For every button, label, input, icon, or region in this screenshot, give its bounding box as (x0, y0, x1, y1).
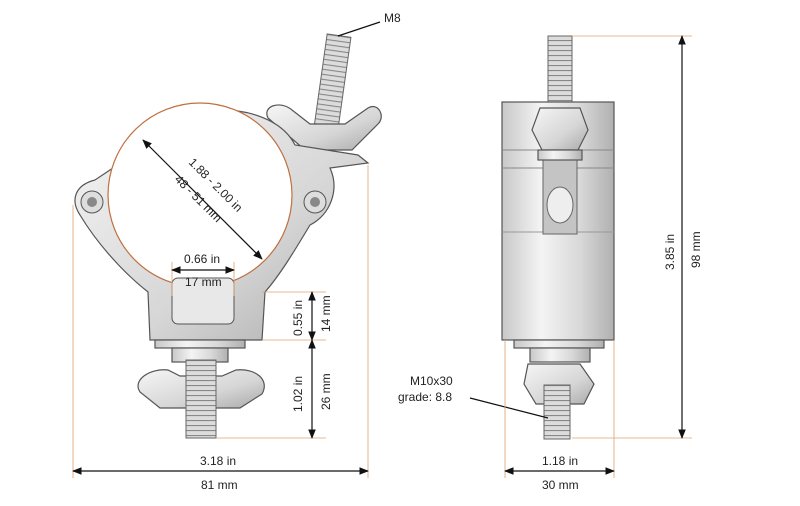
left-pivot-pin (87, 197, 97, 207)
bolt-callout-leader (469, 397, 549, 419)
m8-leader (337, 21, 381, 37)
side-bottom-bolt (543, 384, 571, 440)
side-bottom-wing-nut (523, 363, 595, 405)
side-top-bolt (547, 35, 573, 112)
bottom-bolt (185, 359, 217, 439)
base-thickness-in-label: 0.55 in (291, 300, 305, 336)
bolt-callout-label: M10x30 (410, 374, 453, 388)
top-bolt (312, 33, 352, 137)
side-top-washer (537, 149, 583, 161)
inner-width-mm-label: 17 mm (185, 275, 222, 289)
total-width-in-label: 3.18 in (200, 454, 236, 468)
m8-label: M8 (384, 11, 401, 25)
side-top-wing-nut (531, 107, 589, 151)
inner-width-in-label: 0.66 in (184, 252, 220, 266)
top-wing-nut (266, 104, 382, 151)
side-bottom-nut (529, 347, 591, 363)
total-height-mm-label: 98 mm (689, 231, 703, 268)
side-dimensions: 3.85 in 98 mm M10x30 grade: 8.8 1.18 in … (398, 35, 703, 492)
total-height-in-label: 3.85 in (663, 234, 677, 270)
side-bottom-washer (513, 339, 605, 349)
front-view (74, 33, 382, 439)
base-thickness-mm-label: 14 mm (319, 295, 333, 332)
bolt-length-mm-label: 26 mm (319, 373, 333, 410)
bolt-length-in-label: 1.02 in (291, 376, 305, 412)
depth-in-label: 1.18 in (542, 454, 578, 468)
side-bolt-head (546, 186, 574, 224)
total-width-mm-label: 81 mm (201, 478, 238, 492)
depth-mm-label: 30 mm (542, 478, 579, 492)
tube-diameter-line (142, 139, 263, 260)
base-slot (171, 277, 235, 325)
right-pivot-pin (310, 197, 320, 207)
bottom-washer (154, 339, 246, 349)
bolt-grade-label: grade: 8.8 (398, 390, 452, 404)
side-view (501, 35, 615, 440)
